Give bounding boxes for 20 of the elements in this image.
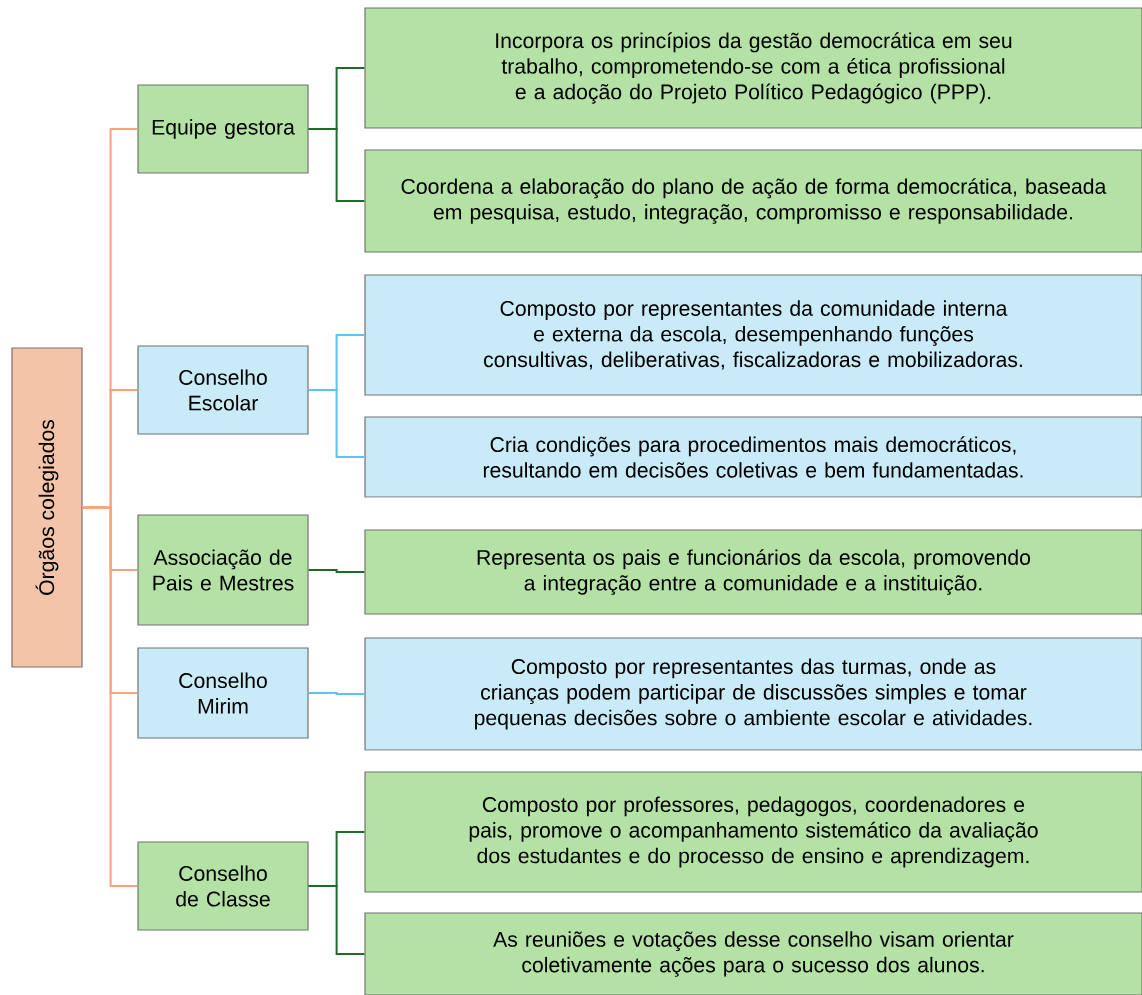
connector-line	[81, 506, 139, 887]
group-box: Conselho Mirim	[137, 647, 309, 739]
description-box: Composto por representantes das turmas, onde as crianças podem participar de discussões simples e tomar pequenas decisões sobre o ambiente escolar e atividades.	[364, 637, 1142, 751]
description-box: Composto por professores, pedagogos, coordenadores e pais, promove o acompanhamento sistemático da avaliação dos estudantes e do processo de ensino e aprendizagem.	[364, 771, 1142, 893]
category-box: Órgãos colegiados	[11, 347, 83, 668]
connector-line	[307, 692, 366, 695]
connector-line	[307, 569, 366, 573]
group-box: Conselho Escolar	[137, 345, 309, 435]
description-box: Representa os pais e funcionários da escola, promovendo a integração entre a comunidade e a instituição.	[364, 529, 1142, 615]
connector-line	[307, 128, 366, 202]
group-box: Associação de Pais e Mestres	[137, 514, 309, 626]
connector-line	[307, 885, 366, 955]
group-box: Equipe gestora	[137, 84, 309, 174]
description-box: Composto por representantes da comunidade interna e externa da escola, desempenhando funções consultivas, deliberativas, fiscalizadoras e mobilizadoras.	[364, 274, 1142, 396]
description-box: Cria condições para procedimentos mais democráticos, resultando em decisões coletivas e bem fundamentadas.	[364, 416, 1142, 498]
connector-line	[307, 389, 366, 458]
group-box: Conselho de Classe	[137, 841, 309, 931]
description-box: As reuniões e votações desse conselho visam orientar coletivamente ações para o sucesso dos alunos.	[364, 912, 1142, 995]
description-box: Coordena a elaboração do plano de ação de forma democrática, baseada em pesquisa, estudo, integração, compromisso e responsabilidade.	[364, 149, 1142, 253]
description-box: Incorpora os princípios da gestão democrática em seu trabalho, comprometendo-se com a ética profissional e a adoção do Projeto Político Pedagógico (PPP).	[364, 7, 1142, 129]
